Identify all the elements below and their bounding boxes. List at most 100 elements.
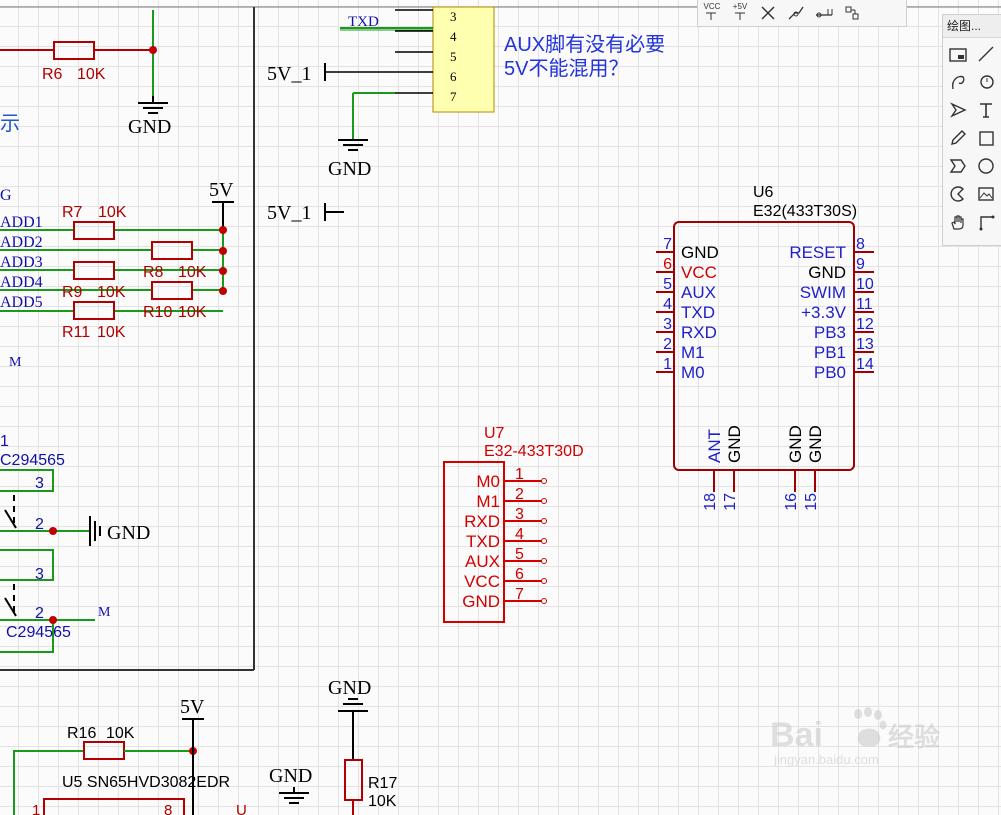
u7-pin-2[interactable]: 2M1 xyxy=(476,486,547,511)
u7-pin-1[interactable]: 1M0 xyxy=(476,466,547,491)
no-connect-button[interactable] xyxy=(754,1,782,25)
resistor-r8[interactable]: R8 10K xyxy=(143,241,207,281)
u7-pin-name-4: TXD xyxy=(466,532,500,551)
arc-tool-button[interactable] xyxy=(972,68,1000,96)
draw-panel-title[interactable]: 绘图... xyxy=(943,15,1001,38)
resistor-r10[interactable]: R10 10K xyxy=(143,281,207,321)
u6-pin-num-4: 4 xyxy=(663,296,672,313)
component-u7[interactable]: U7 E32-433T30D 1M02M13RXD4TXD5AUX6VCC7GN… xyxy=(443,425,584,623)
probe-tool-button[interactable] xyxy=(782,1,810,25)
resistor-r9[interactable]: R9 10K xyxy=(62,261,126,301)
watermark-brand2: 经验 xyxy=(888,722,940,752)
text-tool-button[interactable] xyxy=(972,96,1000,124)
u6-ref: U6 xyxy=(753,184,774,201)
u7-pin-num-6: 6 xyxy=(515,566,524,583)
u6-pin-num-7: 7 xyxy=(663,236,672,253)
arrow-tool-button[interactable] xyxy=(944,96,972,124)
svg-text:10K: 10K xyxy=(178,264,207,281)
r6-value: 10K xyxy=(77,66,106,83)
svg-text:R10: R10 xyxy=(143,304,172,321)
svg-text:10K: 10K xyxy=(98,204,127,221)
power-flag-5v1-b: 5V_1 xyxy=(267,202,344,224)
u6-pin-name-16: GND xyxy=(786,425,805,463)
resistor-r6[interactable]: R6 10K xyxy=(0,10,157,96)
pen-tool-button[interactable] xyxy=(944,124,972,152)
u6-pin-2[interactable]: 2 M1 xyxy=(656,336,705,362)
pin-tool-button[interactable] xyxy=(810,1,838,25)
svg-text:GND: GND xyxy=(269,765,312,787)
svg-text:3: 3 xyxy=(35,475,44,492)
switch-2[interactable]: 3 2 C294565 M xyxy=(0,549,111,653)
u6-pin-num-2: 2 xyxy=(663,336,672,353)
pie-tool-button[interactable] xyxy=(944,180,972,208)
header-connector[interactable]: TXD 3 4 5 6 7 xyxy=(325,6,495,140)
component-u5[interactable]: U5 SN65HVD3082EDR 1 8 U xyxy=(32,774,247,815)
ellipse-tool-button[interactable] xyxy=(972,152,1000,180)
circle-icon xyxy=(978,158,994,174)
note-line-1: AUX脚有没有必要 xyxy=(504,33,665,56)
u6-pin-name-10: SWIM xyxy=(800,283,846,302)
u6-pin-name-11: +3.3V xyxy=(801,303,847,322)
u6-pin-num-9: 9 xyxy=(856,256,865,273)
resistor-r16[interactable]: R16 10K xyxy=(13,725,197,815)
u7-part: E32-433T30D xyxy=(484,443,584,460)
u6-pin-name-17: GND xyxy=(725,425,744,463)
dimension-tool-button[interactable] xyxy=(972,208,1000,236)
hand-icon xyxy=(951,215,964,230)
resistor-r7[interactable]: R7 10K xyxy=(62,204,127,240)
u6-pin-11[interactable]: 11+3.3V xyxy=(801,296,874,322)
u6-pin-17[interactable]: 17 GND xyxy=(722,425,744,511)
u6-pin-num-13: 13 xyxy=(856,336,874,353)
gnd-symbol-1: GND xyxy=(128,96,171,138)
zigzag-line-icon xyxy=(978,46,994,62)
svg-text:5V: 5V xyxy=(209,179,234,201)
u6-pin-name-2: M1 xyxy=(681,343,705,362)
bezier-curve-icon xyxy=(951,75,965,90)
image-insert-button[interactable] xyxy=(944,40,972,68)
plus5v-tool-button[interactable]: +5V xyxy=(726,1,754,25)
vcc-tool-button[interactable]: VCC xyxy=(698,1,726,25)
polyline-tool-button[interactable] xyxy=(972,40,1000,68)
pan-tool-button[interactable] xyxy=(944,208,972,236)
rectangle-tool-button[interactable] xyxy=(972,124,1000,152)
bezier-tool-button[interactable] xyxy=(944,68,972,96)
u6-pin-num-1: 1 xyxy=(663,356,672,373)
resistor-r17[interactable]: R17 10K xyxy=(344,759,397,815)
u6-pin-name-18: ANT xyxy=(705,429,724,463)
svg-text:10K: 10K xyxy=(368,793,397,810)
picture-tool-button[interactable] xyxy=(972,180,1000,208)
arc-circle-icon xyxy=(980,75,994,89)
resistor-r11[interactable]: R11 10K xyxy=(62,301,126,341)
svg-text:R16: R16 xyxy=(67,725,96,742)
header-pin-6: 6 xyxy=(450,69,457,84)
net-add4: ADD4 xyxy=(0,274,43,291)
u6-pin-num-17: 17 xyxy=(722,493,739,511)
switch-1[interactable]: 3 2 xyxy=(0,469,90,535)
polygon-tool-button[interactable] xyxy=(944,152,972,180)
bus-entry-button[interactable] xyxy=(838,1,866,25)
left-fragment-s1: 1 xyxy=(0,433,9,450)
